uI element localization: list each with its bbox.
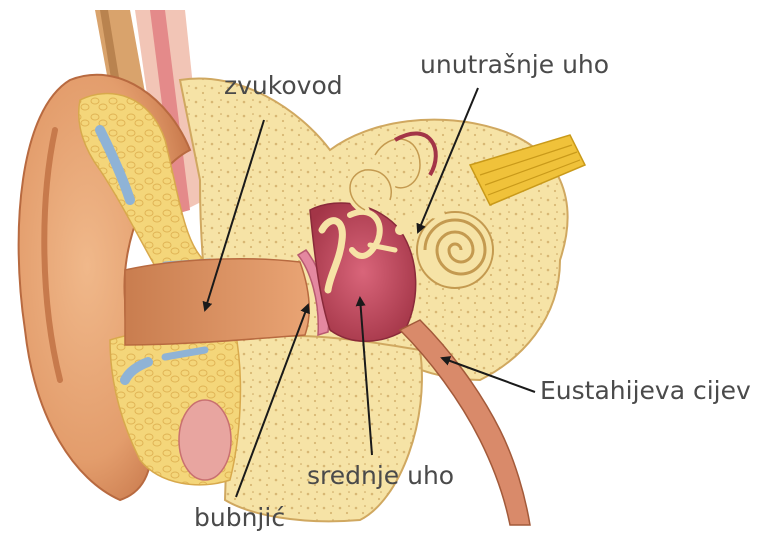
- label-ear-canal: zvukovod: [224, 73, 343, 98]
- label-eustachian-tube: Eustahijeva cijev: [540, 378, 751, 403]
- label-eardrum: bubnjić: [194, 505, 285, 530]
- label-inner-ear: unutrašnje uho: [420, 52, 609, 77]
- label-middle-ear: srednje uho: [307, 463, 454, 488]
